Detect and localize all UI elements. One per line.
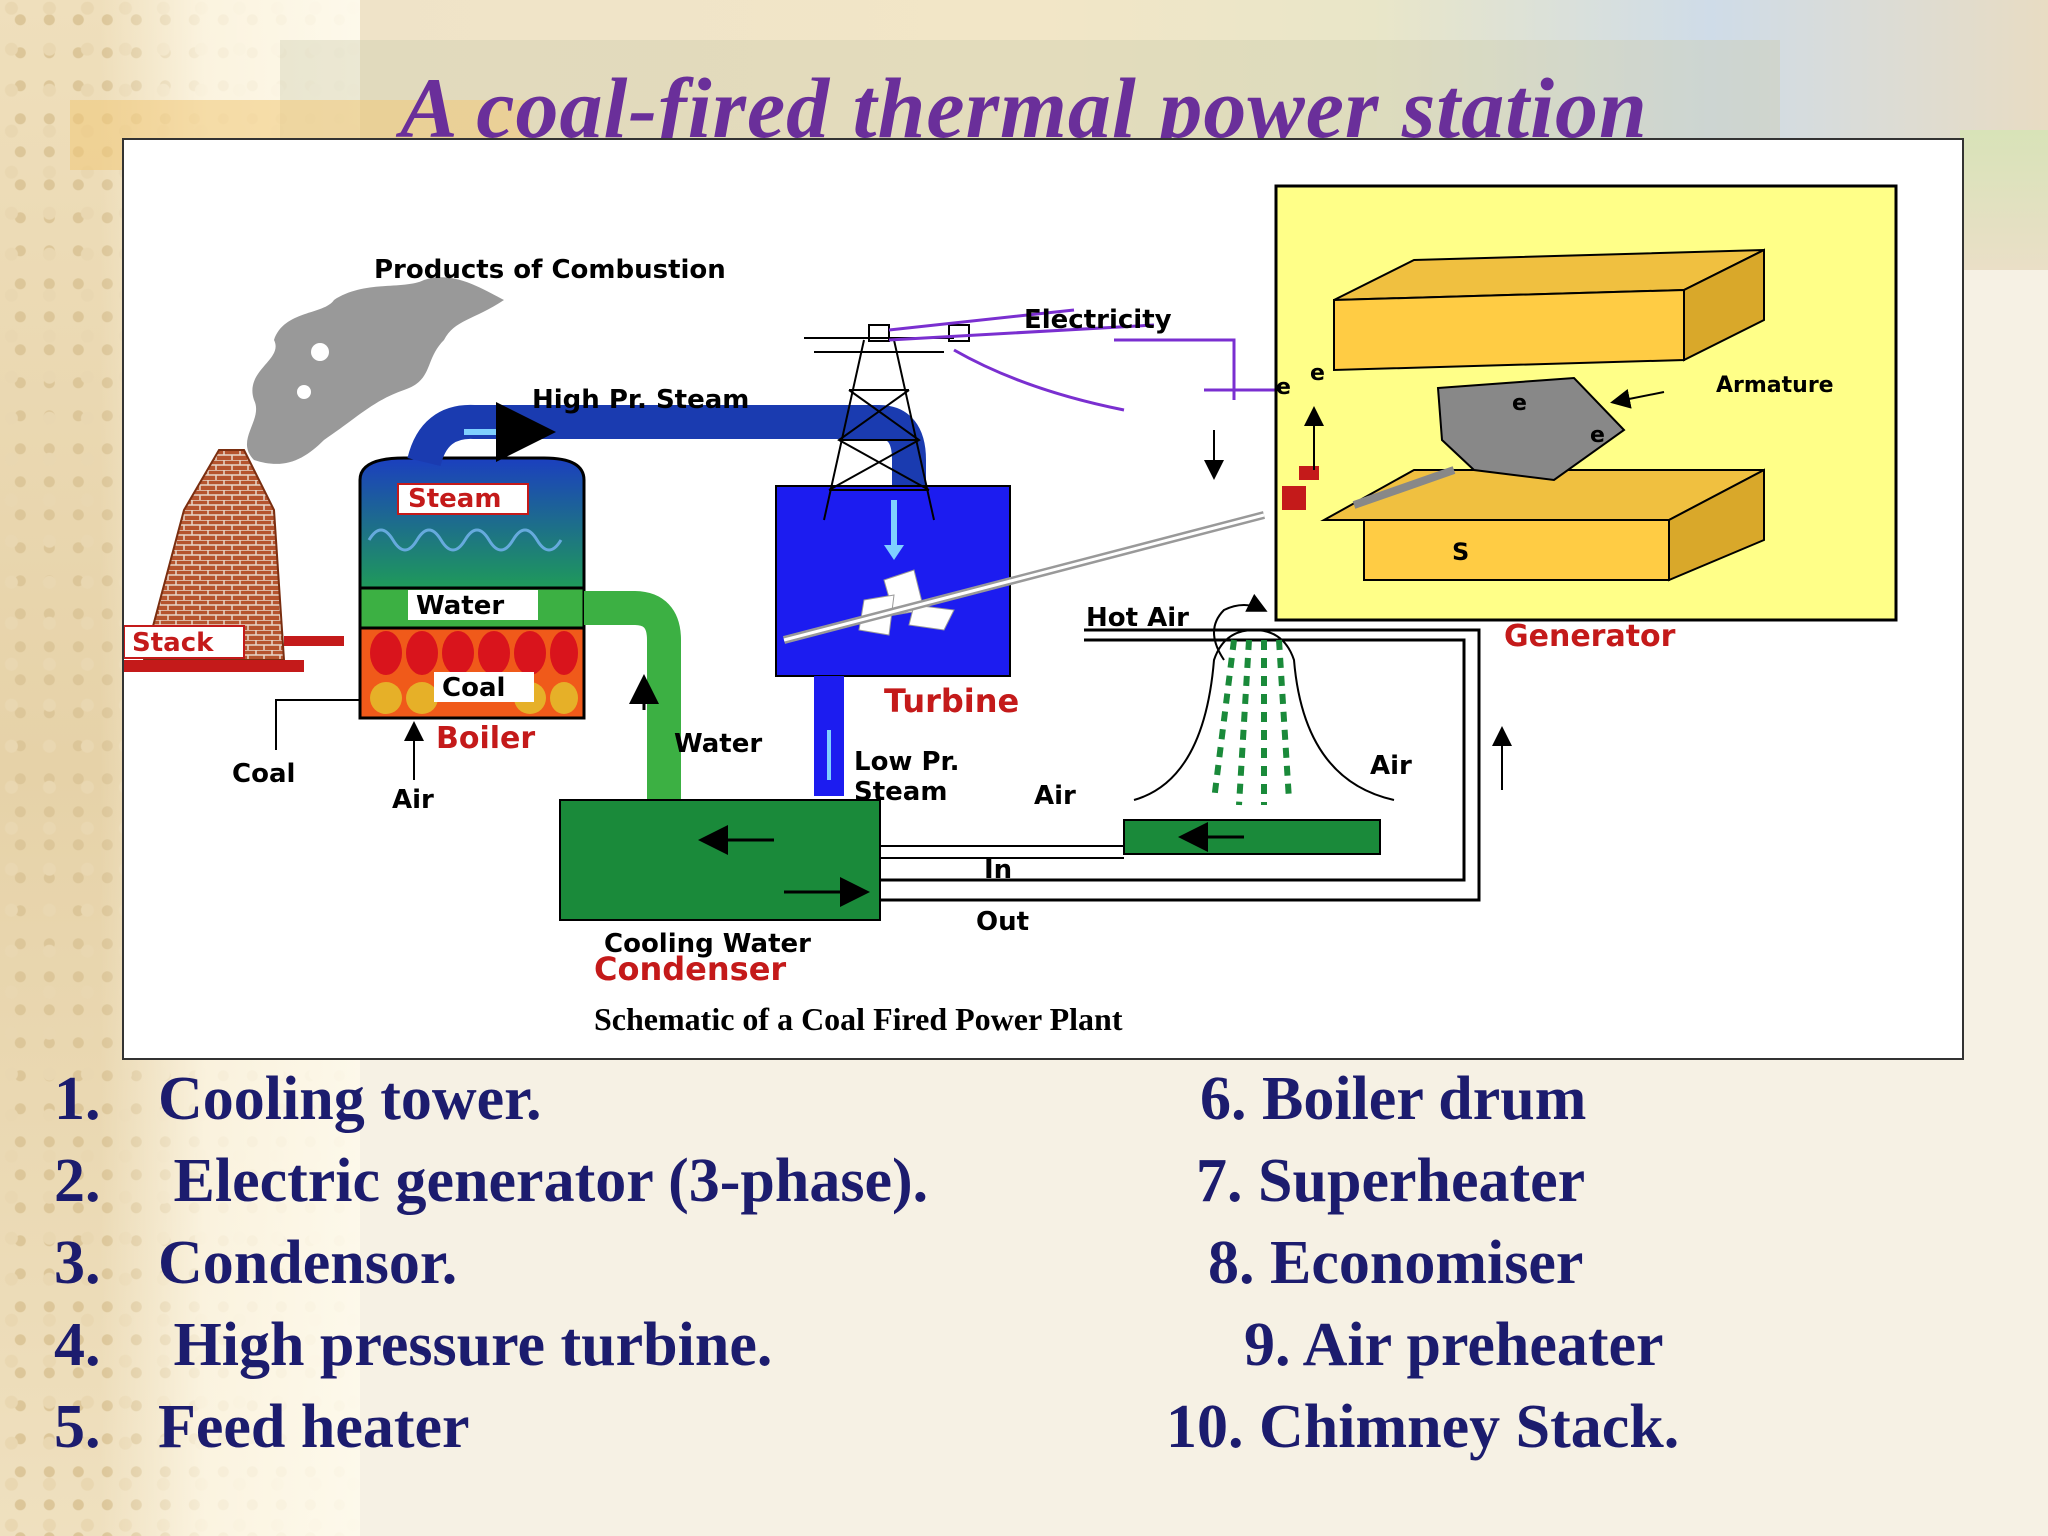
- magnet-upper: [1333, 248, 1765, 372]
- cooling-tower-shell: [1133, 628, 1395, 801]
- armature-label: Armature: [1716, 373, 1834, 398]
- e-label-up: e: [1310, 361, 1325, 386]
- generator-label: Generator: [1504, 619, 1676, 654]
- e-label-down: e: [1276, 375, 1291, 400]
- smoke-hole: [297, 385, 311, 399]
- steam-label: Steam: [408, 484, 501, 514]
- legend-item-10: 10. Chimney Stack.: [1166, 1393, 1680, 1461]
- high-pressure-steam-pipe: [407, 404, 926, 490]
- air-right-label: Air: [1370, 751, 1412, 781]
- diagram-caption: Schematic of a Coal Fired Power Plant: [594, 1001, 1123, 1037]
- stack-label-box: [124, 625, 245, 659]
- smoke-plume: [246, 277, 505, 464]
- turbine-label: Turbine: [884, 682, 1019, 720]
- out-label: Out: [976, 907, 1029, 937]
- low-pressure-steam-label-1: Low Pr.: [854, 747, 960, 777]
- air-feed-label: Air: [392, 785, 434, 815]
- air-left-label: Air: [1034, 781, 1076, 811]
- cooling-water-in-line: [880, 845, 1124, 859]
- legend-item-1: 1.Cooling tower.: [54, 1065, 542, 1133]
- cooling-tower-basin: [1123, 819, 1381, 855]
- stack-base: [124, 660, 304, 672]
- products-of-combustion-label: Products of Combustion: [374, 255, 726, 285]
- power-plant-schematic: Stack Steam Water Coal Boiler Coal Air H…: [124, 184, 1898, 1037]
- boiler-label: Boiler: [436, 721, 535, 756]
- background-corner: [1960, 130, 2048, 270]
- legend-item-3: 3.Condensor.: [54, 1229, 458, 1297]
- coal-feed-line: [275, 699, 360, 750]
- legend-item-2: 2. Electric generator (3-phase).: [54, 1147, 929, 1215]
- water-return-label: Water: [674, 729, 762, 759]
- legend-item-5: 5.Feed heater: [54, 1393, 470, 1461]
- high-pressure-steam-label: High Pr. Steam: [532, 385, 749, 415]
- cooling-water-label: Cooling Water: [604, 929, 811, 959]
- smoke-hole: [311, 343, 329, 361]
- boiler-drum: [358, 456, 586, 590]
- boiler-water-label: Water: [416, 591, 504, 621]
- slip-ring: [1282, 486, 1306, 510]
- e-label-armature-2: e: [1590, 423, 1605, 448]
- legend-item-6: 6. Boiler drum: [1200, 1065, 1587, 1133]
- pole-s-label: S: [1452, 538, 1469, 566]
- magnet-lower: [1320, 468, 1765, 582]
- coal-feed-label: Coal: [232, 759, 295, 789]
- background-stripe: [280, 40, 1780, 140]
- diagram-panel: Stack Steam Water Coal Boiler Coal Air H…: [122, 138, 1964, 1060]
- legend-item-9: 9. Air preheater: [1244, 1311, 1664, 1379]
- e-label-armature-1: e: [1512, 391, 1527, 416]
- in-label: In: [984, 855, 1012, 885]
- legend-item-8: 8. Economiser: [1208, 1229, 1584, 1297]
- cooling-water-out-line: [880, 628, 1481, 902]
- hot-air-label: Hot Air: [1086, 603, 1189, 633]
- brush: [1299, 466, 1319, 480]
- legend-item-7: 7. Superheater: [1196, 1147, 1586, 1215]
- electricity-label: Electricity: [1024, 305, 1172, 335]
- flue-duct: [284, 636, 344, 646]
- stack-label: Stack: [132, 628, 214, 658]
- condenser-label: Condenser: [594, 950, 786, 988]
- boiler-coal-label: Coal: [442, 673, 505, 703]
- power-lines: [888, 308, 1301, 486]
- background-top-band: [360, 0, 2048, 140]
- legend-item-4: 4. High pressure turbine.: [54, 1311, 773, 1379]
- armature: [1436, 376, 1626, 482]
- condenser: [559, 799, 881, 921]
